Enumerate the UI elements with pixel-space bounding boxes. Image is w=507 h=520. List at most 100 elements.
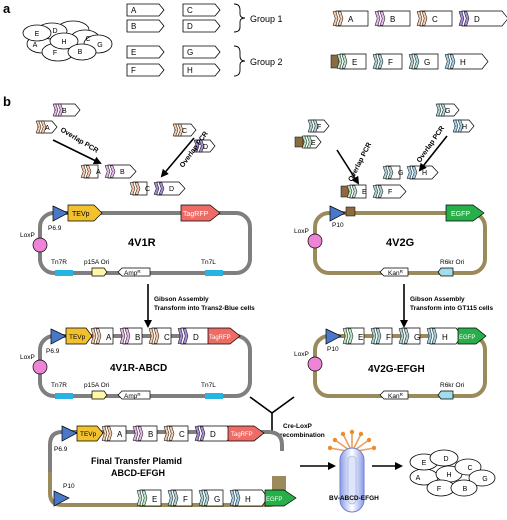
final-tevp-icon — [76, 425, 104, 442]
pcr-gh-h-chevron — [411, 166, 418, 179]
final-ellipse-label-a: A — [416, 475, 421, 482]
chain2-f-chevron — [372, 54, 379, 69]
chain1-a-chevron — [332, 11, 339, 26]
ellipse-label-h: H — [61, 39, 66, 46]
r6kr-label: R6kr Ori — [440, 259, 464, 266]
ins-efgh-h-chevron — [426, 328, 433, 344]
ins-abcd-b-chevron — [119, 328, 126, 344]
ellipse-label-a: A — [33, 42, 38, 49]
ampr-label-2: AmpR — [124, 392, 141, 400]
ins-abcd-label-a: A — [106, 333, 112, 342]
final-title-line1: Final Transfer Plamid — [91, 456, 182, 466]
kanr-label-2: KanR — [388, 392, 404, 400]
ellipse-label-g: G — [97, 42, 102, 49]
ins-efgh-label-e: E — [358, 333, 363, 342]
group2-arrow-f — [126, 63, 165, 77]
pcr-f-chevron — [312, 119, 319, 133]
cre-line1: Cre-LoxP — [283, 423, 313, 430]
bv-spike-tip — [358, 431, 364, 437]
group1-arrow-label-d: D — [187, 22, 193, 31]
group2-arrows — [126, 45, 221, 77]
chain1-b-chevron — [374, 11, 381, 26]
pcr-gh-g-chevron — [382, 166, 389, 179]
final-backbone-grey — [48, 430, 284, 472]
ampr-label-sup: R — [137, 269, 141, 274]
ellipse-label-e: E — [35, 31, 40, 38]
chain2-label-f: F — [388, 58, 393, 67]
tevp-label-2: TEVp — [69, 334, 86, 341]
final-p69-icon — [61, 425, 78, 442]
panel-b-label: b — [3, 94, 11, 109]
kanr-label-sup: R — [400, 269, 404, 274]
final-abcd-c-chevron — [163, 426, 170, 441]
group1-arrows — [126, 3, 221, 33]
tn7l-label: Tn7L — [201, 259, 216, 266]
pcr-ab-b-chevron — [109, 165, 116, 178]
ellipse-cluster-a — [22, 20, 113, 62]
pcr-cd-label-d: D — [169, 186, 174, 193]
arrow-pcr-gh — [418, 135, 448, 172]
final-abcd-label-d: D — [210, 430, 216, 439]
ampr-label-text-2: Amp — [124, 393, 138, 400]
bv-spike-tip — [332, 437, 338, 443]
pcr-ef-f-chevron — [377, 185, 384, 198]
arrow-pcr-ef — [336, 149, 360, 185]
final-abcd-label-a: A — [117, 430, 123, 439]
right-step-line1: Gibson Assembly — [410, 296, 465, 303]
group2-arrow-label-f: F — [131, 66, 136, 75]
group2-arrow-h — [182, 63, 221, 77]
pcr-fragment-f: F — [307, 119, 330, 133]
plasmid-4v2g-efgh-name: 4V2G-EFGH — [368, 364, 425, 375]
tevp-icon-2 — [65, 327, 93, 345]
chain2-e-chevron — [341, 54, 348, 69]
tevp-label: TEVp — [72, 211, 90, 218]
final-ellipse-label-e: E — [422, 460, 427, 467]
pcr-ab-a-chevron — [80, 165, 87, 178]
pcr-h-chevron — [457, 119, 464, 133]
left-step-line2: Transform into Trans2-Blue cells — [154, 305, 255, 312]
left-step-line1: Gibson Assembly — [154, 296, 209, 303]
bv-spike-tip — [349, 429, 355, 435]
p10-label: P10 — [332, 222, 344, 229]
pcr-ab-label-a: A — [96, 169, 101, 176]
ins-efgh-label-g: G — [414, 333, 420, 342]
group1-arrow-c — [182, 3, 221, 17]
pcr-cd-label-c: C — [145, 186, 150, 193]
chain1-label-c: C — [432, 15, 438, 24]
ins-efgh-f-chevron — [370, 328, 377, 344]
final-efgh-g-chevron — [203, 490, 210, 506]
tagrfp-icon — [180, 204, 221, 222]
bv-spike-tip — [371, 445, 377, 451]
ins-abcd-c-chevron — [148, 328, 155, 344]
final-ellipse-c — [454, 458, 482, 476]
pcr-fragment-h: H — [452, 119, 475, 133]
pcr-e-chevron — [301, 135, 308, 149]
p15a-label: p15A Ori — [84, 259, 109, 266]
ins-efgh-e-chevron — [342, 328, 349, 344]
final-efgh-f-chevron — [172, 490, 179, 506]
final-egfp-label: EGFP — [266, 497, 282, 503]
pcr-a-chevron — [35, 120, 42, 134]
final-tagrfp-label: TagRFP — [231, 432, 253, 438]
r6kr-label-2: R6kr Ori — [440, 382, 464, 389]
pcr-fragment-label-g: G — [445, 108, 450, 115]
final-efgh-label-h: H — [245, 495, 251, 504]
ins-efgh-e-chevron — [347, 328, 354, 344]
plasmid-4v2g-name: 4V2G — [386, 237, 414, 249]
pcr-a-chevron — [40, 120, 47, 134]
loxp-label-left: LoxP — [20, 232, 35, 239]
final-ellipse-label-c: C — [467, 465, 472, 472]
chain2-g-chevron — [413, 54, 420, 69]
final-ellipse-label-h: H — [446, 472, 451, 479]
pcr-ab-label-b: B — [120, 169, 125, 176]
arrow-pcr-cd — [160, 137, 195, 178]
ins-efgh-h-chevron — [431, 328, 438, 344]
final-efgh-g-chevron — [198, 490, 205, 506]
pcr-gh-label-h: H — [422, 170, 427, 177]
loxp-icon-2 — [32, 359, 48, 375]
brown-cap-icon — [345, 206, 356, 217]
ellipse-label-f: F — [53, 50, 57, 57]
chain1-label-a: A — [348, 15, 354, 24]
ins-abcd-d-chevron — [177, 328, 184, 344]
